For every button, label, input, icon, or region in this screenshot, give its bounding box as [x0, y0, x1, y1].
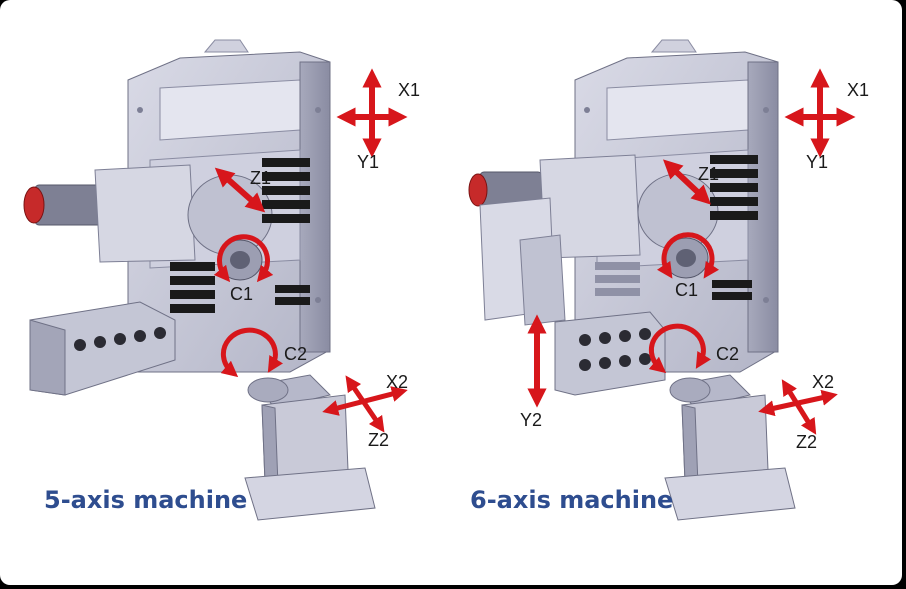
- z1-label: Z1: [250, 168, 271, 188]
- six-axis-machine: X1 Y1 Z1 C1 C2 Y2 X2 Z2 6-axis machine: [468, 39, 869, 521]
- x2-label: X2: [812, 372, 834, 392]
- c1-arrow: [213, 234, 274, 283]
- c2-label: C2: [716, 344, 739, 364]
- x1-label: X1: [847, 80, 869, 100]
- y1-label: Y1: [357, 152, 379, 172]
- x1-y1-arrows: [784, 68, 856, 158]
- z1-label: Z1: [698, 164, 719, 184]
- c2-arrow: [648, 323, 711, 374]
- side-tool-post: [29, 301, 176, 396]
- sub-spindle: [244, 374, 376, 521]
- x2-z2-arrows: [322, 375, 408, 433]
- c1-label: C1: [675, 280, 698, 300]
- z2-label: Z2: [368, 430, 389, 450]
- y2-label: Y2: [520, 410, 542, 430]
- c2-arrow: [220, 327, 283, 378]
- z1-arrow: [214, 167, 266, 213]
- gang-tool-blocks: [170, 158, 310, 313]
- z2-label: Z2: [796, 432, 817, 452]
- x2-z2-arrows: [758, 379, 838, 435]
- c1-arrow: [656, 232, 720, 279]
- x1-y1-arrows: [336, 68, 408, 158]
- y1-label: Y1: [806, 152, 828, 172]
- six-axis-caption: 6-axis machine: [470, 486, 673, 514]
- x1-label: X1: [398, 80, 420, 100]
- x2-label: X2: [386, 372, 408, 392]
- z1-arrow: [663, 159, 711, 205]
- five-axis-caption: 5-axis machine: [44, 486, 247, 514]
- c2-label: C2: [284, 344, 307, 364]
- spindle-motor: [468, 154, 641, 326]
- five-axis-machine: X1 Y1 Z1 C1 C2 X2 Z2 5-axis machine: [23, 39, 420, 521]
- y2-tool-post: [554, 311, 666, 396]
- sub-spindle: [664, 374, 796, 521]
- c1-label: C1: [230, 284, 253, 304]
- gang-tool-blocks: [595, 155, 758, 300]
- spindle-motor: [23, 164, 196, 263]
